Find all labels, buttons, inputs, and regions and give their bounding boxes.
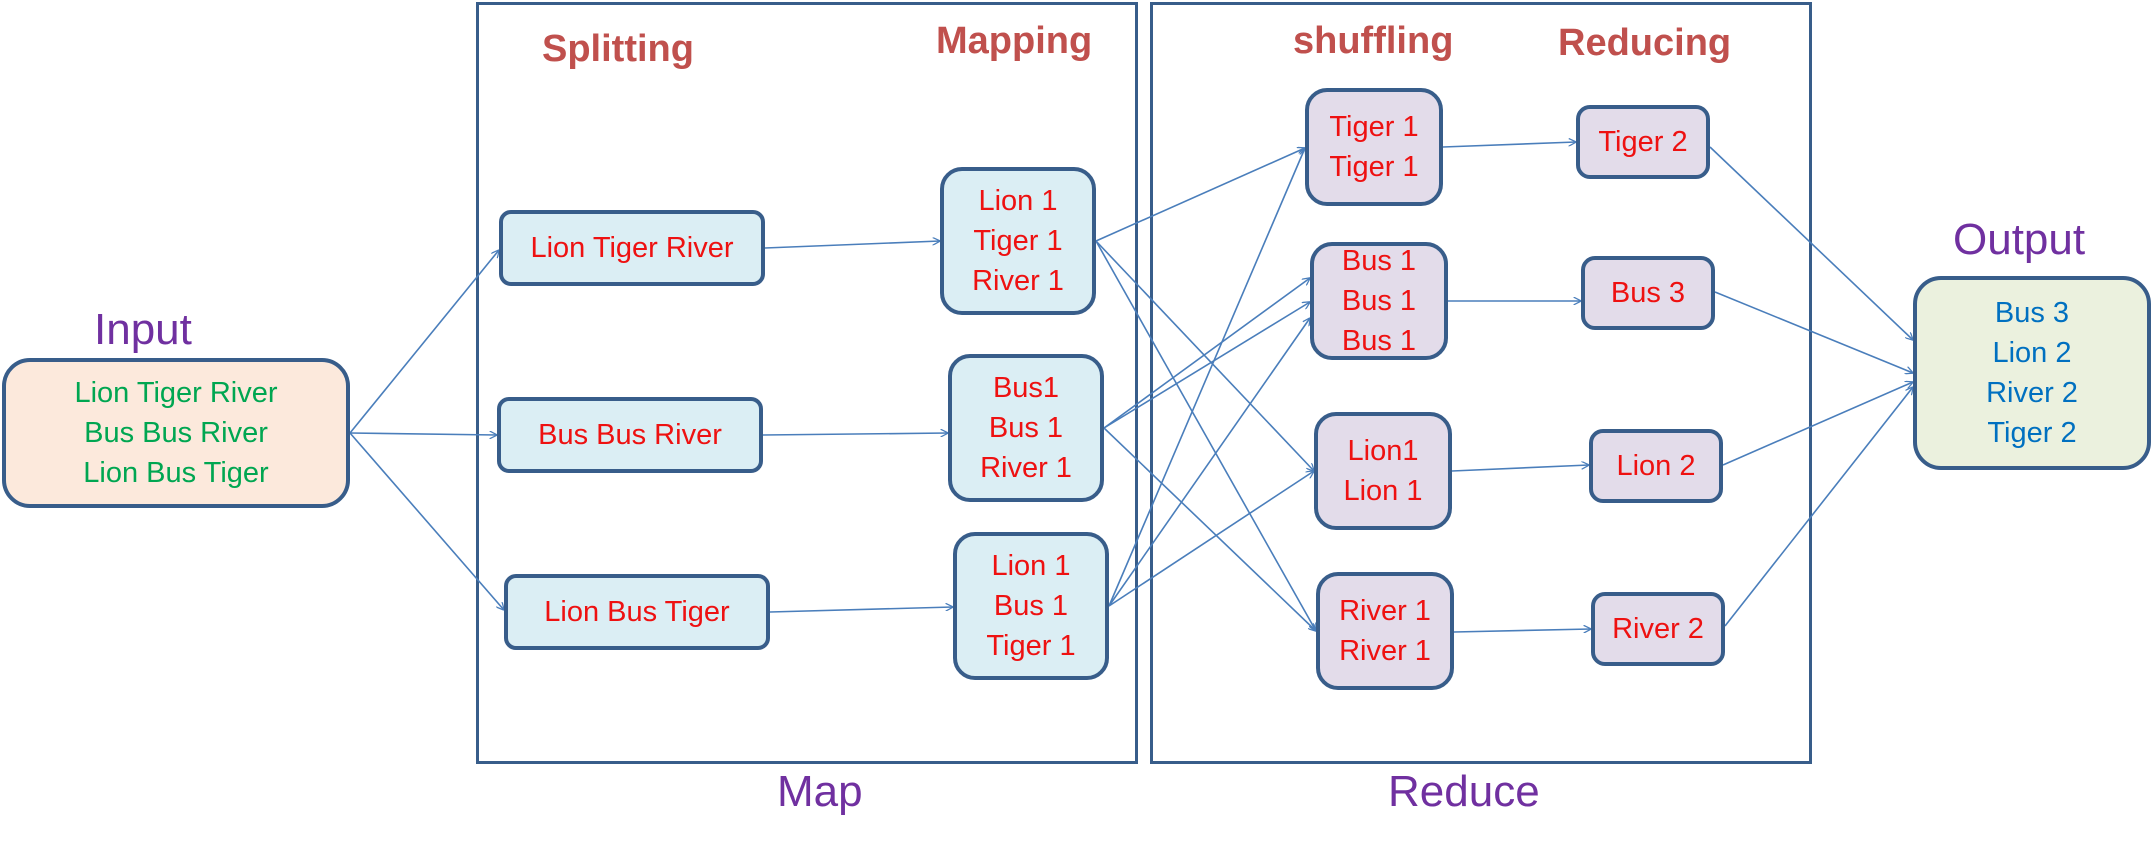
reduce-box: River 2 bbox=[1591, 592, 1725, 666]
map-line: Tiger 1 bbox=[986, 630, 1076, 662]
output-line: Bus 3 bbox=[1994, 297, 2070, 329]
flow-arrow bbox=[349, 250, 499, 434]
flow-arrow bbox=[764, 241, 940, 249]
split-box: Lion Tiger River bbox=[499, 210, 765, 286]
shuffle-box: Tiger 1 Tiger 1 bbox=[1305, 88, 1443, 206]
map-frame bbox=[476, 2, 1138, 764]
flow-arrow bbox=[1453, 629, 1591, 632]
output-line: River 2 bbox=[1986, 377, 2078, 409]
reducing-title: Reducing bbox=[1558, 22, 1732, 64]
shuffle-line: Bus 1 bbox=[1341, 285, 1417, 317]
flow-arrow bbox=[1709, 146, 1913, 340]
reduce-line: Lion 2 bbox=[1616, 450, 1696, 482]
shuffle-line: River 1 bbox=[1339, 635, 1431, 667]
shuffle-line: Bus 1 bbox=[1341, 325, 1417, 357]
map-line: River 1 bbox=[980, 452, 1072, 484]
reduce-box: Tiger 2 bbox=[1576, 105, 1710, 179]
map-line: River 1 bbox=[972, 265, 1064, 297]
shuffle-box: Bus 1 Bus 1 Bus 1 bbox=[1310, 242, 1448, 360]
reduce-box: Lion 2 bbox=[1589, 429, 1723, 503]
flow-arrow bbox=[1714, 291, 1913, 373]
map-box: Lion 1 Bus 1 Tiger 1 bbox=[953, 532, 1109, 680]
reduce-title: Reduce bbox=[1388, 767, 1540, 816]
shuffle-line: Lion1 bbox=[1347, 435, 1419, 467]
output-box: Bus 3 Lion 2 River 2 Tiger 2 bbox=[1913, 276, 2151, 470]
map-line: Lion 1 bbox=[978, 185, 1058, 217]
shuffle-line: Tiger 1 bbox=[1329, 151, 1419, 183]
map-line: Bus 1 bbox=[988, 412, 1064, 444]
flow-arrow bbox=[1451, 465, 1589, 472]
shuffle-line: Tiger 1 bbox=[1329, 111, 1419, 143]
flow-arrow bbox=[1103, 278, 1310, 429]
flow-arrow bbox=[1442, 142, 1576, 148]
flow-arrow bbox=[1108, 318, 1310, 607]
split-line: Lion Tiger River bbox=[530, 232, 734, 264]
input-line: Bus Bus River bbox=[84, 417, 268, 449]
reduce-line: Tiger 2 bbox=[1598, 126, 1688, 158]
output-title: Output bbox=[1953, 215, 2086, 264]
input-title: Input bbox=[94, 305, 192, 354]
map-line: Bus 1 bbox=[993, 590, 1069, 622]
flow-arrow bbox=[1095, 240, 1314, 471]
reduce-box: Bus 3 bbox=[1581, 256, 1715, 330]
flow-arrow bbox=[769, 607, 953, 613]
map-box: Bus1 Bus 1 River 1 bbox=[948, 354, 1104, 502]
flow-arrow bbox=[349, 433, 497, 435]
shuffle-line: River 1 bbox=[1339, 595, 1431, 627]
flow-arrow bbox=[1108, 148, 1305, 607]
shuffle-box: Lion1 Lion 1 bbox=[1314, 412, 1452, 530]
map-line: Tiger 1 bbox=[973, 225, 1063, 257]
map-title: Map bbox=[777, 767, 863, 816]
mapping-title: Mapping bbox=[936, 20, 1093, 62]
split-line: Lion Bus Tiger bbox=[544, 596, 730, 628]
map-line: Lion 1 bbox=[991, 550, 1071, 582]
input-line: Lion Tiger River bbox=[74, 377, 278, 409]
reduce-line: Bus 3 bbox=[1610, 277, 1686, 309]
output-line: Tiger 2 bbox=[1987, 417, 2077, 449]
shuffling-title: shuffling bbox=[1293, 20, 1454, 62]
map-line: Bus1 bbox=[992, 372, 1060, 404]
shuffle-line: Lion 1 bbox=[1343, 475, 1423, 507]
flow-arrow bbox=[1722, 382, 1913, 466]
flow-arrow bbox=[1103, 302, 1310, 429]
flow-arrow bbox=[762, 433, 948, 435]
reduce-frame bbox=[1150, 2, 1812, 764]
flow-arrow bbox=[1103, 427, 1316, 631]
split-line: Bus Bus River bbox=[538, 419, 722, 451]
shuffle-line: Bus 1 bbox=[1341, 245, 1417, 277]
input-box: Lion Tiger River Bus Bus River Lion Bus … bbox=[2, 358, 350, 508]
flow-arrow bbox=[349, 432, 504, 610]
split-box: Bus Bus River bbox=[497, 397, 763, 473]
flow-arrow bbox=[1108, 471, 1314, 607]
reduce-line: River 2 bbox=[1612, 613, 1704, 645]
shuffle-box: River 1 River 1 bbox=[1316, 572, 1454, 690]
splitting-title: Splitting bbox=[542, 28, 694, 70]
flow-arrow bbox=[1095, 148, 1305, 242]
output-line: Lion 2 bbox=[1992, 337, 2072, 369]
map-box: Lion 1 Tiger 1 River 1 bbox=[940, 167, 1096, 315]
flow-arrow bbox=[1095, 240, 1316, 631]
flow-arrow bbox=[1724, 387, 1913, 627]
input-line: Lion Bus Tiger bbox=[83, 457, 269, 489]
split-box: Lion Bus Tiger bbox=[504, 574, 770, 650]
